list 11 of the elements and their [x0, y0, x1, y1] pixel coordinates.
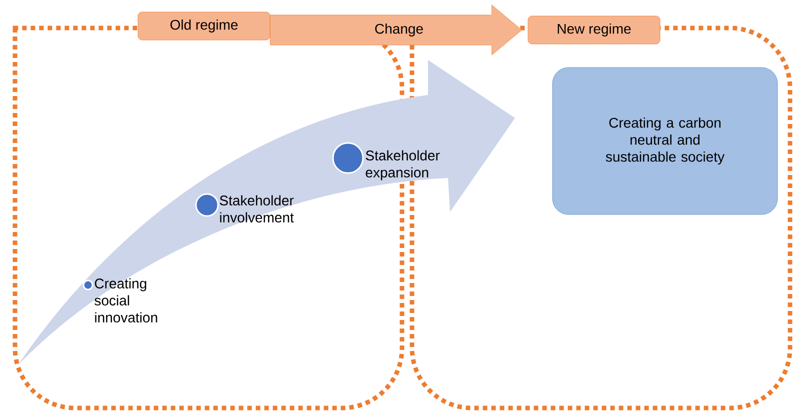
stage-label: Creating social innovation [94, 278, 158, 322]
stage-dot [195, 193, 219, 217]
goal-box: Creating a carbon neutral and sustainable society [552, 67, 778, 215]
stage-label: Stakeholder involvement [220, 195, 294, 222]
regime-label: Old regime [138, 12, 270, 40]
stage-dot [332, 142, 364, 174]
stage-dot [82, 280, 94, 290]
edge-label: Change [375, 23, 423, 37]
regime-label: New regime [528, 16, 660, 44]
stage-label: Stakeholder expansion [366, 150, 440, 180]
block-arrow [270, 4, 522, 56]
